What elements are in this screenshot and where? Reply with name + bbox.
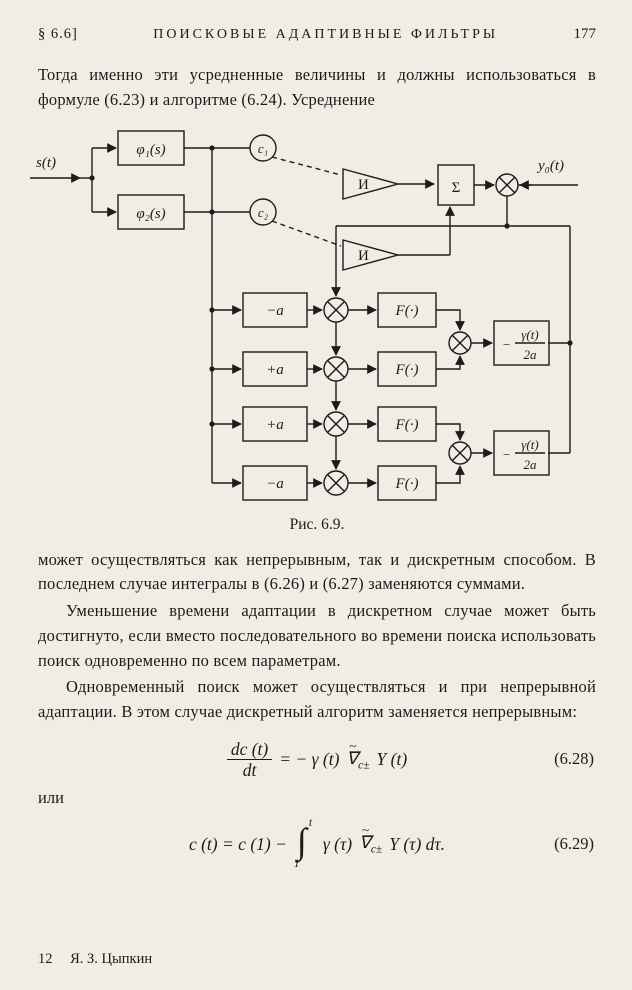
sigma-block: Σ: [437, 163, 475, 206]
paragraph-4: Одновременный поиск может осуществляться…: [38, 677, 596, 721]
wires: [30, 142, 578, 488]
tilde-accent: ~: [349, 737, 357, 753]
gamma2-minus: −: [503, 447, 510, 462]
gain-block-4: −a: [242, 464, 308, 501]
f2-label: F(·): [395, 362, 419, 378]
sum-multiplier-1: [448, 330, 472, 355]
eq28-denominator: dt: [242, 759, 257, 780]
f3-label: F(·): [395, 417, 419, 433]
author-name: Я. З. Цыпкин: [70, 951, 153, 967]
paragraph-intro: Тогда именно эти усредненные величины и …: [38, 65, 596, 109]
page-header: § 6.6] ПОИСКОВЫЕ АДАПТИВНЫЕ ФИЛЬТРЫ 177: [38, 26, 596, 43]
integral-symbol: ∫ t 1: [294, 817, 316, 870]
output-signal-label: y₀(t): [536, 158, 564, 174]
c2-gain-circle: c₂: [249, 197, 277, 226]
phi2-label: φ₂(s): [136, 206, 165, 222]
multiplier-circle-2: [323, 355, 349, 382]
gain2-label: +a: [266, 362, 284, 378]
gain3-label: +a: [266, 417, 284, 433]
sigma-label: Σ: [452, 180, 461, 196]
gamma1-minus: −: [503, 337, 510, 352]
gradient-symbol: ∇~c±: [359, 822, 383, 856]
eq28-number: (6.28): [554, 749, 594, 769]
or-word: или: [38, 788, 64, 807]
gain-block-3: +a: [242, 405, 308, 442]
eq29-lhs: c (t) = c (1) −: [188, 833, 287, 854]
eq28-middle: = − γ (t): [279, 748, 340, 769]
equation-6-29: c (t) = c (1) − ∫ t 1 γ (τ) ∇~c± Y (τ) d…: [38, 817, 596, 870]
c1-gain-circle: c₁: [249, 133, 277, 162]
c2-label: c₂: [258, 205, 269, 220]
gamma2-denominator: 2a: [524, 457, 538, 472]
multiplier-circle-1: [323, 296, 349, 323]
sum-multiplier-2: [448, 440, 472, 465]
f-block-3: F(·): [377, 405, 437, 442]
eq28-numerator: dc (t): [226, 739, 273, 760]
tilde-accent: ~: [362, 822, 370, 838]
input-signal-label: s(t): [36, 155, 56, 171]
multiplier-circle-4: [323, 469, 349, 496]
f-block-4: F(·): [377, 464, 437, 501]
nabla-glyph: ∇: [359, 832, 371, 853]
equation-6-28: dc (t) dt = − γ (t) ∇~c± Y (t) (6.28): [38, 738, 596, 780]
integrator1-triangle: И: [342, 167, 401, 200]
f4-label: F(·): [395, 476, 419, 492]
integrator2-triangle: И: [342, 238, 401, 271]
integrator2-label: И: [358, 248, 369, 264]
phi1-block: φ₁(s): [117, 129, 185, 166]
paragraph-2: может осуществляться как непрерывным, та…: [38, 549, 596, 594]
figure-6-9: s(t) φ₁(s) φ₂(s) c₁ c₂ И: [30, 123, 596, 512]
integral-glyph: ∫: [296, 821, 307, 861]
f1-label: F(·): [395, 303, 419, 319]
page-footer: 12 Я. З. Цыпкин: [38, 951, 152, 968]
gain1-label: −a: [266, 303, 284, 319]
derivative-fraction: dc (t) dt: [226, 739, 273, 780]
gradient-subscript: c±: [370, 843, 383, 856]
block-diagram: s(t) φ₁(s) φ₂(s) c₁ c₂ И: [30, 129, 578, 501]
gain4-label: −a: [266, 476, 284, 492]
eq28-tail: Y (t): [376, 748, 408, 769]
gamma1-numerator: γ(t): [521, 327, 538, 342]
output-multiplier-circle: [495, 172, 519, 197]
phi2-block: φ₂(s): [117, 193, 185, 230]
eq29-number: (6.29): [554, 834, 594, 853]
f-block-2: F(·): [377, 350, 437, 387]
eq29-middle: γ (τ): [322, 833, 353, 854]
paragraph-3: Уменьшение времени адаптации в дискретно…: [38, 601, 596, 670]
integral-upper-limit: t: [308, 817, 313, 829]
c1-label: c₁: [258, 141, 268, 156]
gamma-block-1: − γ(t) 2a: [493, 319, 550, 366]
running-title: ПОИСКОВЫЕ АДАПТИВНЫЕ ФИЛЬТРЫ: [153, 27, 499, 42]
gain-block-2: +a: [242, 350, 308, 387]
gain-block-1: −a: [242, 291, 308, 328]
gradient-symbol: ∇~c±: [346, 738, 370, 772]
multiplier-circle-3: [323, 410, 349, 437]
nabla-glyph: ∇: [346, 747, 359, 768]
section-number: § 6.6]: [38, 26, 78, 42]
gamma-block-2: − γ(t) 2a: [493, 429, 550, 476]
phi1-label: φ₁(s): [136, 142, 165, 158]
figure-caption: Рис. 6.9.: [289, 515, 345, 533]
gamma2-numerator: γ(t): [521, 437, 538, 452]
eq29-tail: Y (τ) dτ.: [389, 833, 446, 854]
page-number: 177: [573, 26, 596, 42]
gamma1-denominator: 2a: [524, 347, 538, 362]
integral-lower-limit: 1: [293, 858, 300, 870]
f-block-1: F(·): [377, 291, 437, 328]
gradient-subscript: c±: [358, 759, 370, 772]
integrator1-label: И: [358, 177, 369, 193]
print-signature: 12: [38, 951, 53, 967]
